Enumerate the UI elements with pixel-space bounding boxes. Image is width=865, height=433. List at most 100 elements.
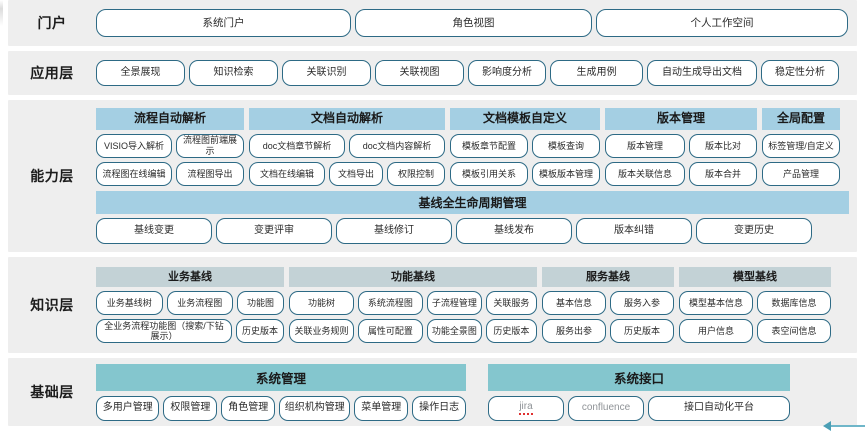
knowledge-button[interactable]: 子流程管理 (426, 291, 482, 316)
portal-item-list: 系统门户角色视图个人工作空间 (96, 9, 849, 37)
capability-button[interactable]: 权限控制 (387, 161, 445, 186)
foundation-button[interactable]: 操作日志 (412, 395, 467, 421)
capability-button[interactable]: doc文档章节解析 (249, 133, 345, 158)
knowledge-button[interactable]: 服务入参 (610, 291, 674, 316)
lifecycle-button[interactable]: 基线修订 (336, 217, 452, 244)
knowledge-body: 业务基线业务基线树业务流程图功能图全业务流程功能图（搜索/下钻展示）历史版本功能… (96, 261, 857, 349)
foundation-button[interactable]: 权限管理 (163, 395, 218, 421)
capability-group: 版本管理版本管理版本比对版本关联信息版本合并 (605, 108, 757, 186)
knowledge-button[interactable]: 表空间信息 (757, 319, 831, 344)
layer-label-portal: 门户 (37, 15, 67, 31)
capability-group: 全局配置标签管理/自定义产品管理 (762, 108, 840, 186)
application-button[interactable]: 稳定性分析 (761, 60, 839, 86)
capability-button[interactable]: 版本比对 (689, 133, 757, 158)
confluence-label: confluence (581, 402, 631, 414)
capability-button[interactable]: 文档导出 (329, 161, 383, 186)
capability-button[interactable]: 流程图前端展示 (176, 133, 244, 158)
application-button[interactable]: 全景展现 (96, 60, 185, 86)
application-body: 全景展现知识检索关联识别关联视图影响度分析生成用例自动生成导出文档稳定性分析 (96, 54, 857, 92)
knowledge-button[interactable]: 历史版本 (236, 319, 284, 344)
capability-button[interactable]: 模板引用关系 (450, 161, 528, 186)
capability-button[interactable]: 流程图导出 (176, 161, 244, 186)
foundation-button[interactable]: jira (488, 395, 564, 421)
knowledge-button[interactable]: 业务基线树 (96, 291, 163, 316)
capability-group: 文档模板自定义模板章节配置模板查询模板引用关系模板版本管理 (450, 108, 600, 186)
foundation-button[interactable]: 组织机构管理 (279, 395, 351, 421)
capability-item-row: 流程图在线编辑流程图导出 (96, 161, 244, 186)
portal-button[interactable]: 系统门户 (96, 9, 351, 37)
application-button[interactable]: 关联识别 (282, 60, 371, 86)
knowledge-button[interactable]: 基本信息 (542, 291, 606, 316)
portal-button[interactable]: 角色视图 (355, 9, 592, 37)
foundation-button[interactable]: 接口自动化平台 (648, 395, 790, 421)
capability-button[interactable]: VISIO导入解析 (96, 133, 172, 158)
lifecycle-band-title: 基线全生命周期管理 (96, 190, 849, 214)
capability-button[interactable]: 标签管理/自定义 (762, 133, 840, 158)
capability-button[interactable]: 流程图在线编辑 (96, 161, 172, 186)
lifecycle-button[interactable]: 基线发布 (456, 217, 572, 244)
capability-button[interactable]: 文档在线编辑 (249, 161, 325, 186)
knowledge-group-title: 功能基线 (289, 266, 537, 288)
foundation-button[interactable]: 多用户管理 (96, 395, 160, 421)
knowledge-button[interactable]: 历史版本 (485, 319, 538, 344)
portal-body: 系统门户角色视图个人工作空间 (96, 3, 857, 43)
capability-item-row: 模板章节配置模板查询 (450, 133, 600, 158)
application-button[interactable]: 知识检索 (189, 60, 278, 86)
knowledge-button[interactable]: 功能图 (237, 291, 284, 316)
layer-label-knowledge: 知识层 (30, 297, 74, 313)
capability-button[interactable]: 版本管理 (605, 133, 685, 158)
capability-button[interactable]: 模板查询 (532, 133, 600, 158)
lifecycle-button[interactable]: 变更历史 (696, 217, 812, 244)
jira-label: jira (519, 401, 533, 415)
application-button[interactable]: 关联视图 (375, 60, 464, 86)
layer-row-knowledge: 知识层 业务基线业务基线树业务流程图功能图全业务流程功能图（搜索/下钻展示）历史… (8, 257, 857, 353)
capability-button[interactable]: 版本关联信息 (605, 161, 685, 186)
knowledge-button[interactable]: 历史版本 (610, 319, 674, 344)
capability-button[interactable]: 产品管理 (762, 161, 840, 186)
capability-group-items: 标签管理/自定义产品管理 (762, 133, 840, 186)
layer-row-portal: 门户 系统门户角色视图个人工作空间 (8, 0, 857, 46)
knowledge-button[interactable]: 关联服务 (485, 291, 538, 316)
lifecycle-button[interactable]: 版本纠错 (576, 217, 692, 244)
knowledge-button[interactable]: 属性可配置 (357, 319, 423, 344)
knowledge-button[interactable]: 系统流程图 (357, 291, 423, 316)
knowledge-button[interactable]: 业务流程图 (166, 291, 233, 316)
lifecycle-button[interactable]: 变更评审 (216, 217, 332, 244)
foundation-button[interactable]: confluence (568, 395, 644, 421)
portal-button[interactable]: 个人工作空间 (596, 9, 848, 37)
knowledge-button[interactable]: 功能全景图 (426, 319, 482, 344)
knowledge-item-row: 服务出参历史版本 (542, 319, 674, 344)
capability-group-title: 文档模板自定义 (450, 108, 600, 130)
knowledge-button[interactable]: 模型基本信息 (679, 291, 753, 316)
foundation-button[interactable]: 角色管理 (221, 395, 276, 421)
capability-button[interactable]: doc文档内容解析 (349, 133, 445, 158)
knowledge-button[interactable]: 功能树 (289, 291, 354, 316)
application-button[interactable]: 自动生成导出文档 (647, 60, 757, 86)
capability-button[interactable]: 版本合并 (689, 161, 757, 186)
knowledge-button[interactable]: 数据库信息 (757, 291, 831, 316)
application-button[interactable]: 生成用例 (550, 60, 643, 86)
foundation-button[interactable]: 菜单管理 (354, 395, 409, 421)
knowledge-item-row: 全业务流程功能图（搜索/下钻展示）历史版本 (96, 319, 284, 344)
knowledge-button[interactable]: 全业务流程功能图（搜索/下钻展示） (96, 319, 232, 344)
capability-group-items: 模板章节配置模板查询模板引用关系模板版本管理 (450, 133, 600, 186)
knowledge-item-row: 用户信息表空间信息 (679, 319, 831, 344)
knowledge-button[interactable]: 服务出参 (542, 319, 606, 344)
knowledge-item-row: 模型基本信息数据库信息 (679, 291, 831, 316)
layer-label-foundation: 基础层 (30, 384, 74, 400)
lifecycle-button[interactable]: 基线变更 (96, 217, 212, 244)
capability-button[interactable]: 模板版本管理 (532, 161, 600, 186)
knowledge-group: 模型基线模型基本信息数据库信息用户信息表空间信息 (679, 266, 831, 344)
capability-button[interactable]: 模板章节配置 (450, 133, 528, 158)
knowledge-item-row: 功能树系统流程图子流程管理关联服务 (289, 291, 538, 316)
application-button[interactable]: 影响度分析 (468, 60, 546, 86)
knowledge-group: 功能基线功能树系统流程图子流程管理关联服务关联业务规则属性可配置功能全景图历史版… (289, 266, 538, 344)
knowledge-button[interactable]: 关联业务规则 (289, 319, 354, 344)
left-edge-artifact (0, 0, 3, 433)
knowledge-button[interactable]: 用户信息 (679, 319, 753, 344)
